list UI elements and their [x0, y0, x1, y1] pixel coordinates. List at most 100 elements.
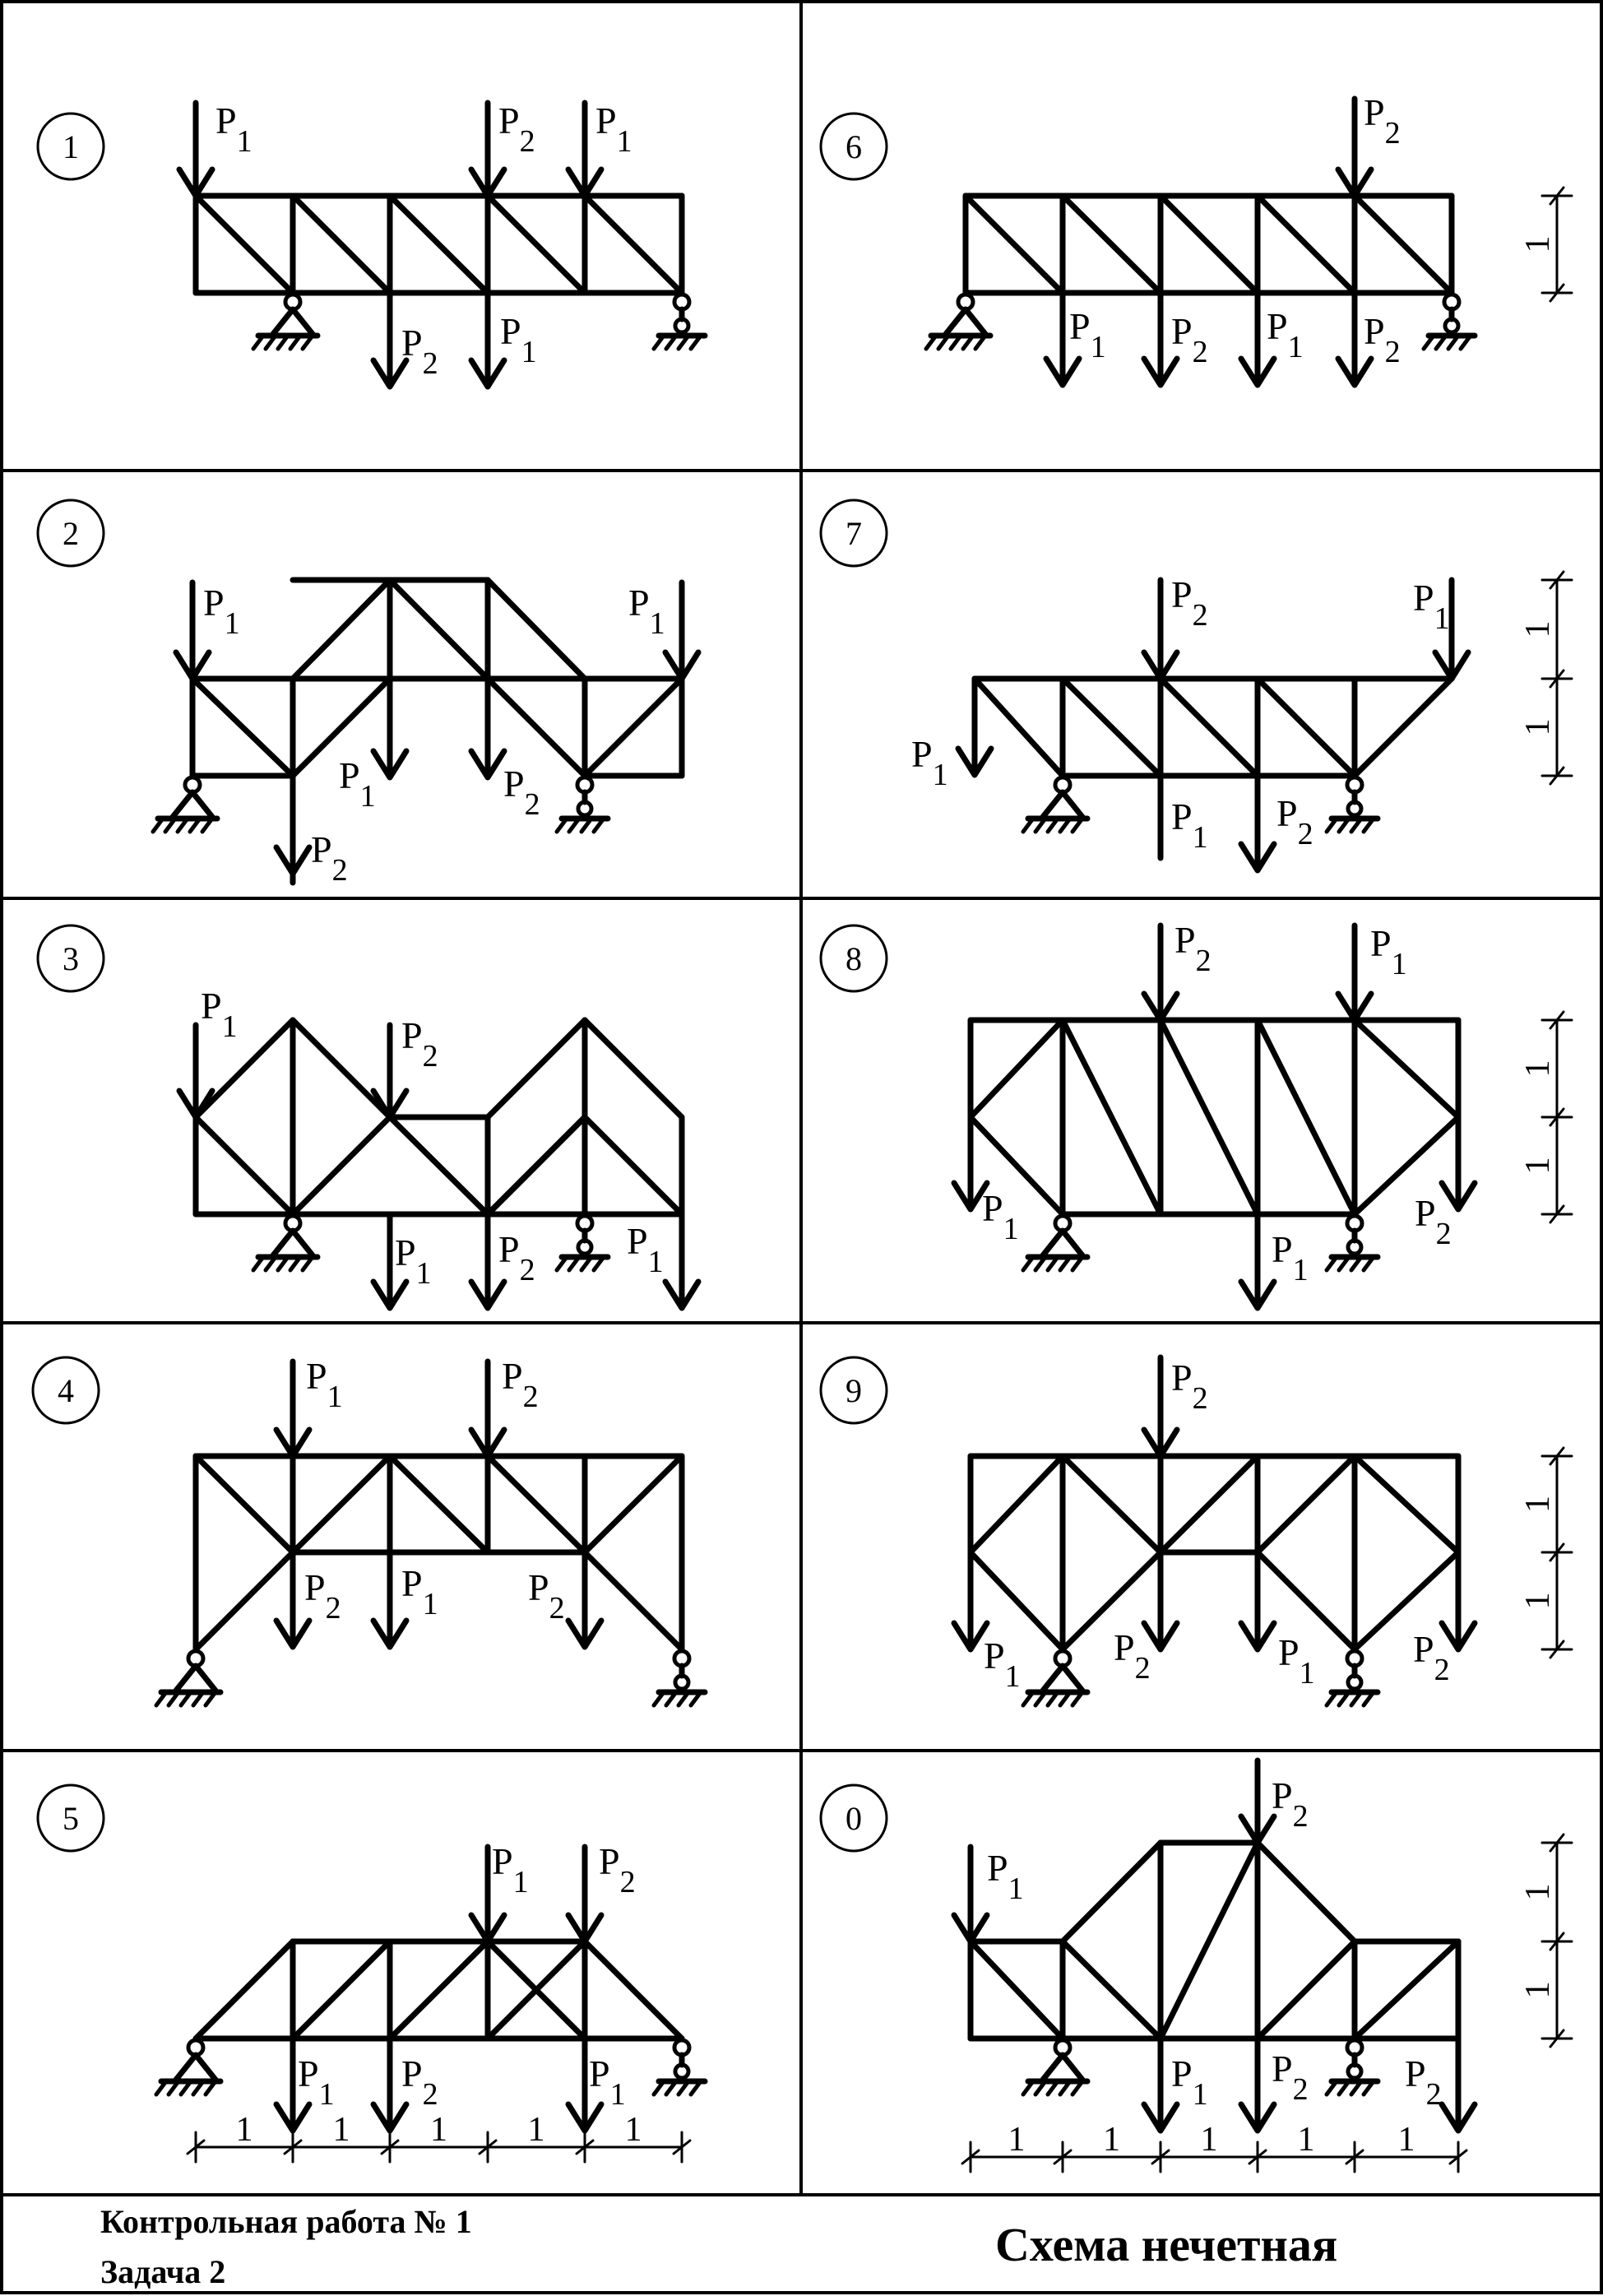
load-arrow-head: [176, 166, 215, 199]
scheme-number-circle: [36, 499, 105, 568]
scheme-number-circle: [819, 499, 888, 568]
load-label: P1: [1171, 2052, 1208, 2112]
ground-hatch: [1349, 816, 1364, 834]
dimension-slash: [1549, 1542, 1565, 1562]
load-label: P2: [498, 100, 535, 159]
ground-hatch: [924, 333, 938, 351]
load-label: P1: [500, 310, 537, 369]
load-label: P2: [1276, 792, 1313, 851]
ground-hatch: [651, 1690, 666, 1708]
dimension-slash: [672, 2139, 692, 2155]
scheme-number-circle: [819, 924, 888, 993]
dimension-value: 1: [1519, 1060, 1557, 1078]
ground-hatch: [1070, 1690, 1085, 1708]
load-arrow-head: [1238, 2101, 1277, 2134]
truss-member: [581, 1017, 685, 1120]
dimension-slash: [186, 2139, 206, 2155]
truss-member: [581, 192, 685, 296]
truss-member: [192, 1017, 296, 1120]
ground-hatch: [1033, 816, 1048, 834]
load-arrow-head: [1141, 990, 1180, 1023]
ground-hatch: [178, 1690, 193, 1708]
load-arrow-head: [1141, 649, 1180, 682]
dimension-slash: [1448, 2149, 1468, 2165]
load-arrow-head: [951, 1620, 990, 1653]
truss-member: [1351, 1114, 1462, 1218]
truss-member: [1059, 1839, 1164, 1945]
load-label: P2: [401, 322, 438, 381]
ground-hatch: [1045, 1255, 1060, 1273]
dimension-value: 1: [1519, 621, 1557, 638]
roller-wheel: [673, 317, 691, 335]
ground-hatch: [688, 2079, 703, 2097]
truss-member: [1254, 1938, 1358, 2042]
truss-member: [1351, 1549, 1462, 1653]
load-label: P2: [1114, 1626, 1151, 1686]
ground-hatch: [664, 1690, 679, 1708]
load-arrow-head: [662, 649, 702, 682]
load-label: P1: [1370, 922, 1407, 981]
truss-member: [1157, 1839, 1261, 2042]
truss-member: [484, 577, 588, 682]
load-label: P2: [1174, 919, 1212, 978]
truss-member: [484, 675, 588, 779]
ground-hatch: [288, 1255, 303, 1273]
load-arrow-head: [1432, 649, 1471, 682]
truss-member: [1059, 192, 1164, 296]
pin-support: [173, 2052, 219, 2083]
ground-hatch: [178, 2079, 193, 2097]
scheme-number-circle: [819, 112, 888, 181]
load-arrow-head: [1439, 1180, 1478, 1213]
load-label: P2: [1272, 2048, 1309, 2107]
dimension-slash: [1549, 766, 1565, 786]
roller-wheel: [576, 800, 594, 818]
ground-hatch: [936, 333, 951, 351]
dimension-slash: [961, 2149, 980, 2165]
load-arrow-head: [468, 1426, 507, 1459]
load-arrow-head: [468, 1278, 507, 1311]
load-label: P1: [215, 100, 252, 159]
truss-member: [192, 1938, 296, 2042]
load-arrow-head: [1141, 2101, 1180, 2134]
load-label: P2: [401, 1014, 438, 1074]
pin-support: [270, 306, 316, 337]
pin-support: [1040, 1227, 1086, 1259]
ground-hatch: [579, 816, 594, 834]
load-arrow-head: [370, 2101, 410, 2134]
load-label: P2: [1171, 310, 1208, 369]
load-arrow-head: [1043, 355, 1082, 388]
truss-member: [387, 1453, 491, 1556]
scheme-number: 5: [63, 1800, 79, 1837]
dimension-value: 1: [1298, 2121, 1315, 2159]
truss-member: [387, 1938, 491, 2042]
load-arrow-head: [1238, 355, 1277, 388]
load-arrow-head: [565, 166, 605, 199]
ground-hatch: [1033, 2079, 1048, 2097]
truss-member: [967, 1453, 1066, 1556]
dimension-slash: [1151, 2149, 1170, 2165]
ground-hatch: [1058, 816, 1073, 834]
scheme-number: 2: [63, 515, 79, 552]
load-arrow-head: [1141, 1620, 1180, 1653]
scheme-number: 4: [58, 1372, 74, 1409]
ground-hatch: [1058, 1255, 1073, 1273]
load-arrow-head: [370, 748, 410, 781]
pin-support: [270, 1227, 316, 1259]
truss-member: [189, 675, 296, 779]
truss-member: [1059, 675, 1164, 779]
ground-hatch: [251, 333, 266, 351]
load-label: P2: [1413, 1628, 1450, 1687]
load-arrow-head: [1439, 1620, 1478, 1653]
load-arrow-head: [951, 1180, 990, 1213]
truss-member: [581, 1549, 685, 1653]
ground-hatch: [1033, 1690, 1048, 1708]
load-arrow-head: [1238, 1278, 1277, 1311]
scheme-number: 0: [846, 1800, 862, 1837]
load-arrow-head: [273, 844, 313, 877]
truss-member: [290, 1017, 393, 1120]
ground-hatch: [163, 816, 178, 834]
dimension-value: 1: [1398, 2121, 1415, 2159]
truss-member: [1351, 1017, 1462, 1120]
load-arrow-head: [1238, 1813, 1277, 1846]
